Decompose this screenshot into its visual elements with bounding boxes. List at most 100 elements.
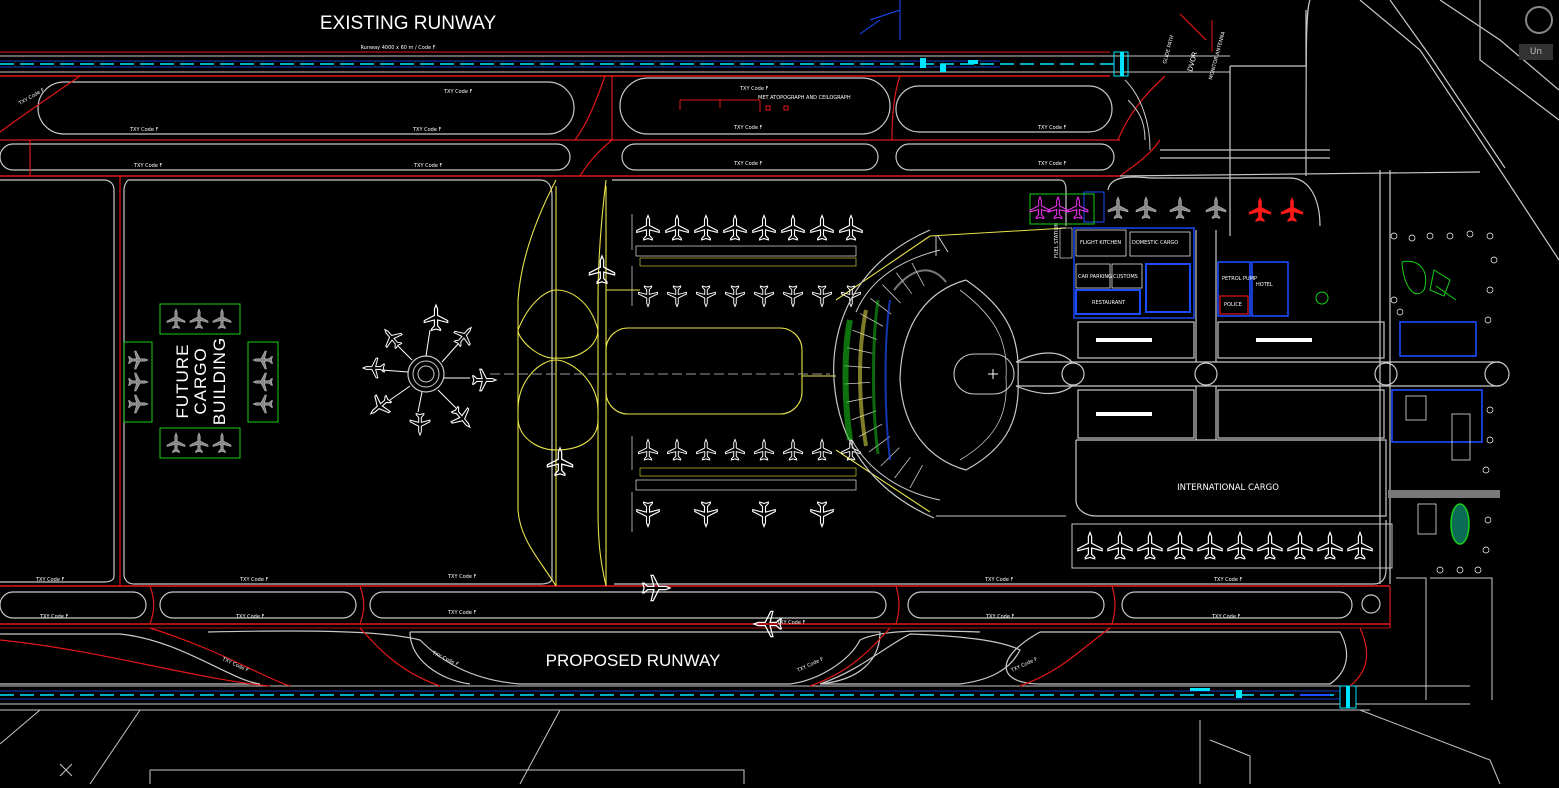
contact-stand-aircraft: [696, 285, 716, 307]
cargo-stand-aircraft: [1257, 531, 1283, 560]
terminal-finger-line: [909, 465, 923, 489]
terminal-finger-line: [894, 457, 911, 479]
taxiing-aircraft: [588, 255, 616, 284]
terminal-finger-line: [882, 284, 901, 304]
contact-stand-aircraft: [696, 439, 716, 461]
contact-stand-aircraft: [638, 439, 658, 461]
contact-stand-aircraft: [638, 285, 658, 307]
navaid-area: [859, 0, 1213, 52]
txy-label: TXY Code F: [17, 87, 46, 107]
contact-stand-aircraft: [667, 285, 687, 307]
international-cargo-stands: [1071, 523, 1393, 569]
fuel-label: FUEL STATION: [1054, 223, 1060, 258]
proposed-runway-label: PROPOSED RUNWAY: [546, 651, 721, 670]
building-label: RESTAURANT: [1092, 300, 1126, 306]
taxiing-aircraft: [642, 574, 671, 602]
terminal-finger-line: [911, 262, 925, 287]
tree-symbol: [1408, 234, 1416, 242]
cargo-stand-aircraft: [1317, 531, 1343, 560]
terminal-finger-line: [844, 365, 871, 369]
tree-symbol: [1482, 466, 1490, 474]
txy-label: TXY Code F: [133, 163, 163, 169]
txy-label: TXY Code F: [413, 163, 443, 169]
runway-spec-label: Runway 4000 x 60 m / Code F: [360, 45, 435, 51]
contact-stand-aircraft: [752, 214, 776, 241]
south-apron-lines: [0, 577, 1501, 785]
tree-symbol: [1390, 296, 1398, 304]
contact-stand-aircraft: [723, 214, 747, 241]
met-station-marks: [679, 99, 789, 112]
tree-symbol: [1390, 232, 1398, 240]
contact-stand-aircraft: [810, 501, 834, 528]
top-taxiway-labels: TXY Code F TXY Code F TXY Code F TXY Cod…: [17, 86, 1066, 169]
tree-symbol: [1482, 546, 1490, 554]
cargo-stand-aircraft: [1137, 531, 1163, 560]
contact-stand-aircraft: [694, 501, 718, 528]
tree-symbol: [1486, 286, 1494, 294]
txy-label: TXY Code F: [35, 577, 65, 583]
tree-symbol: [1446, 232, 1454, 240]
cargo-stand-aircraft: [1227, 531, 1253, 560]
taxiing-aircraft: [546, 447, 574, 476]
terminal-fingers: [844, 262, 925, 489]
terminal-finger-line: [852, 329, 877, 340]
txy-label: TXY Code F: [985, 614, 1015, 620]
cargo-stand-aircraft: [1107, 531, 1133, 560]
landside-roads: [1015, 0, 1559, 584]
terminal-detail: [842, 269, 947, 461]
txy-label: TXY Code F: [129, 127, 159, 133]
hangar-aircraft-row: [1029, 193, 1304, 225]
building-label: PETROL PUMP: [1222, 276, 1257, 282]
cargo-stand-aircraft: [1077, 531, 1103, 560]
contact-stand-aircraft: [725, 285, 745, 307]
landscape-trees: [1390, 230, 1498, 574]
txy-label: TXY Code F: [1211, 614, 1241, 620]
cargo-stand-aircraft: [1287, 531, 1313, 560]
contact-stand-aircraft: [812, 439, 832, 461]
txy-label: TXY Code F: [1213, 577, 1243, 583]
contact-stand-aircraft: [754, 439, 774, 461]
contact-stand-aircraft: [752, 501, 776, 528]
terminal-finger-line: [868, 436, 891, 453]
existing-runway: [0, 51, 1230, 77]
bottom-taxiway-system: [0, 585, 1391, 687]
contact-stand-aircraft: [754, 285, 774, 307]
tree-symbol: [1486, 406, 1494, 414]
view-cube-label[interactable]: Un: [1519, 44, 1553, 60]
yellow-taxilanes: [517, 179, 931, 587]
tree-symbol: [1456, 566, 1464, 574]
road-markings: [1096, 338, 1312, 416]
txy-label: TXY Code F: [984, 577, 1014, 583]
building-label: POLICE: [1224, 302, 1242, 308]
contact-stand-aircraft: [667, 439, 687, 461]
view-cube-compass-icon[interactable]: [1525, 6, 1553, 34]
contact-stand-aircraft: [636, 501, 660, 528]
building-label: FLIGHT KITCHEN: [1080, 240, 1121, 246]
monitor-antenna-label: MONITOR ANTENNA: [1208, 30, 1227, 80]
contact-stand-aircraft: [812, 285, 832, 307]
terminal-finger-line: [896, 272, 913, 294]
txy-label: TXY Code F: [412, 127, 442, 133]
contact-stand-aircraft: [783, 439, 803, 461]
txy-label: TXY Code F: [795, 656, 824, 674]
tree-symbol: [1474, 566, 1482, 574]
building-labels: FLIGHT KITCHEN DOMESTIC CARGO CAR PARKIN…: [1054, 223, 1273, 308]
landscape-green: [1315, 260, 1457, 305]
glide-path-label: GLIDE PATH: [1162, 34, 1175, 64]
tree-symbol: [1484, 316, 1492, 324]
txy-label: TXY Code F: [733, 161, 763, 167]
txy-label: TXY Code F: [235, 614, 265, 620]
satellite-stand-cluster: [362, 304, 497, 436]
contact-stand-aircraft: [839, 214, 863, 241]
cargo-label-line1: FUTURE: [173, 344, 192, 419]
txy-label: TXY Code F: [443, 89, 473, 95]
terminal-finger-line: [851, 410, 877, 421]
building-label: CAR PARKING: [1078, 274, 1112, 280]
pier-north: [631, 214, 857, 306]
existing-runway-label: EXISTING RUNWAY: [320, 13, 497, 34]
tree-symbol: [1490, 256, 1498, 264]
cargo-label-line2: CARGO: [191, 347, 210, 414]
txy-label: TXY Code F: [733, 125, 763, 131]
